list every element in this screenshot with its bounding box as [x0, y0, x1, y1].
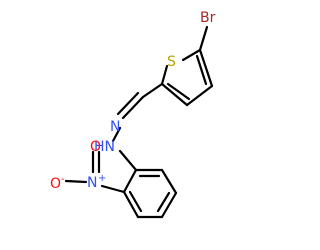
- atom-br: Br: [200, 10, 216, 26]
- bond-c4-c5: [198, 48, 214, 88]
- bonds: [64, 25, 214, 219]
- bond-ch-n-imine-double: [116, 91, 140, 116]
- bond-c2b-c3b-inner: [128, 190, 143, 213]
- bond-c2-c3: [160, 82, 189, 107]
- bond-c5b-c6b: [160, 168, 178, 195]
- atom-n-nitro: N: [87, 175, 97, 191]
- atom-o-minus: O: [50, 176, 61, 192]
- atom-nh: HN: [94, 139, 115, 155]
- bond-s-c2: [160, 64, 169, 86]
- charge-o-minus: -: [61, 174, 65, 185]
- atom-s: S: [167, 54, 176, 70]
- charge-n-nitro: +: [98, 173, 106, 184]
- bond-c3-c4: [185, 84, 214, 107]
- bond-c2-ch: [141, 82, 164, 99]
- bond-c2b-n-nitro: [100, 184, 126, 194]
- molecule-diagram: Br S N HN N + O O -: [50, 10, 216, 219]
- bond-c3-c3-inner: [166, 82, 191, 101]
- bond-c1-c2b: [122, 168, 138, 194]
- bond-c5-s: [181, 48, 202, 62]
- bond-c4b-c5b-inner: [156, 191, 171, 213]
- bond-br-c5: [198, 25, 209, 52]
- atom-n-imine: N: [110, 119, 120, 135]
- bond-c4-c5-inner: [195, 54, 208, 86]
- bond-n-o-minus: [64, 179, 88, 184]
- bond-n-nh: [111, 126, 122, 143]
- bond-nh-c1: [118, 149, 138, 172]
- bond-c4b-c5b: [160, 191, 178, 219]
- atom-labels: Br S N HN N + O O -: [50, 10, 216, 192]
- bond-ch-n-imine: [121, 95, 145, 120]
- bond-c2b-c3b: [122, 190, 140, 219]
- atom-o-top: O: [90, 139, 101, 155]
